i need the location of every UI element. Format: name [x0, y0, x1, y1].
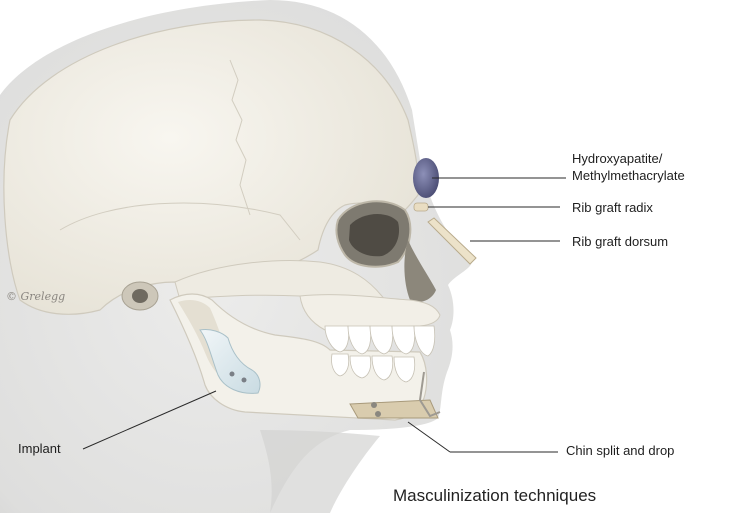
- chin-screw: [371, 402, 377, 408]
- label-implant: Implant: [18, 441, 61, 457]
- neck-shadow: [260, 430, 380, 513]
- label-rib-graft-radix: Rib graft radix: [572, 200, 653, 216]
- chin-screw: [375, 411, 381, 417]
- implant-screw: [242, 378, 247, 383]
- leader-chin: [408, 422, 450, 452]
- label-hydroxyapatite-line2: Methylmethacrylate: [572, 168, 685, 184]
- rib-graft-radix: [414, 203, 428, 211]
- label-chin-split: Chin split and drop: [566, 443, 674, 459]
- artist-signature: © Grelegg: [6, 290, 65, 303]
- label-rib-graft-dorsum: Rib graft dorsum: [572, 234, 668, 250]
- label-hydroxyapatite-line1: Hydroxyapatite/: [572, 151, 662, 167]
- ear-canal-hole: [132, 289, 148, 303]
- implant-screw: [230, 372, 235, 377]
- figure-caption: Masculinization techniques: [393, 486, 596, 506]
